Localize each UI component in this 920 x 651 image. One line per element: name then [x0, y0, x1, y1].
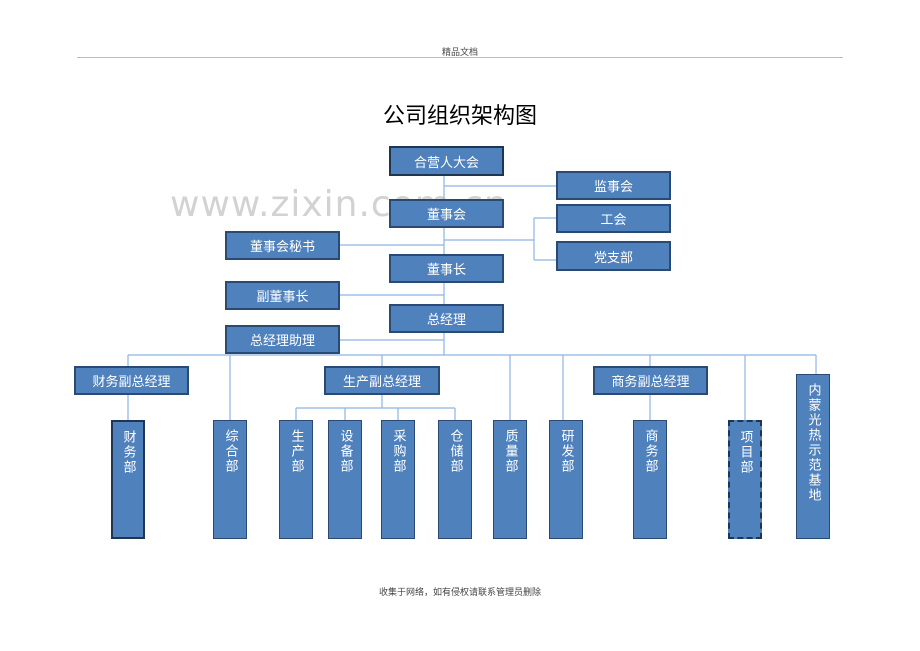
node-label: 项目部 — [737, 430, 753, 475]
node-party-branch: 党支部 — [556, 241, 671, 271]
node-union: 工会 — [556, 204, 671, 233]
node-finance-dept: 财务部 — [111, 420, 145, 539]
node-business-vgm: 商务副总经理 — [593, 366, 708, 395]
node-general-manager: 总经理 — [389, 304, 504, 333]
node-production-dept: 生产部 — [279, 420, 313, 539]
node-label: 研发部 — [558, 429, 574, 474]
node-label: 综合部 — [222, 429, 238, 474]
node-label: 质量部 — [502, 429, 518, 474]
node-purchasing-dept: 采购部 — [381, 420, 415, 539]
node-business-dept: 商务部 — [633, 420, 667, 539]
node-board: 董事会 — [389, 199, 504, 228]
node-vice-chairman: 副董事长 — [225, 281, 340, 310]
node-label: 仓储部 — [447, 429, 463, 474]
node-label: 财务部 — [120, 430, 136, 475]
node-rnd-dept: 研发部 — [549, 420, 583, 539]
page-header-text: 精品文档 — [441, 48, 478, 58]
node-supervisors: 监事会 — [556, 171, 671, 200]
node-finance-vgm: 财务副总经理 — [74, 366, 189, 395]
node-inner-mongolia-base: 内蒙光热示范基地 — [796, 374, 830, 539]
node-label: 采购部 — [390, 429, 406, 474]
header-rule — [77, 57, 843, 58]
node-quality-dept: 质量部 — [493, 420, 527, 539]
node-label: 商务部 — [642, 429, 658, 474]
page-footer-text: 收集于网络，如有侵权请联系管理员删除 — [378, 588, 541, 598]
node-gm-assistant: 总经理助理 — [225, 325, 340, 354]
chart-title: 公司组织架构图 — [382, 104, 537, 129]
node-label: 设备部 — [337, 429, 353, 474]
node-chairman: 董事长 — [389, 254, 504, 283]
node-shareholders: 合营人大会 — [389, 146, 504, 176]
node-admin-dept: 综合部 — [213, 420, 247, 539]
node-production-vgm: 生产副总经理 — [324, 366, 440, 395]
node-board-secretary: 董事会秘书 — [225, 231, 340, 260]
node-label: 生产部 — [288, 429, 304, 474]
node-label: 内蒙光热示范基地 — [805, 383, 821, 503]
node-project-dept: 项目部 — [728, 420, 762, 539]
node-warehouse-dept: 仓储部 — [438, 420, 472, 539]
node-equipment-dept: 设备部 — [328, 420, 362, 539]
